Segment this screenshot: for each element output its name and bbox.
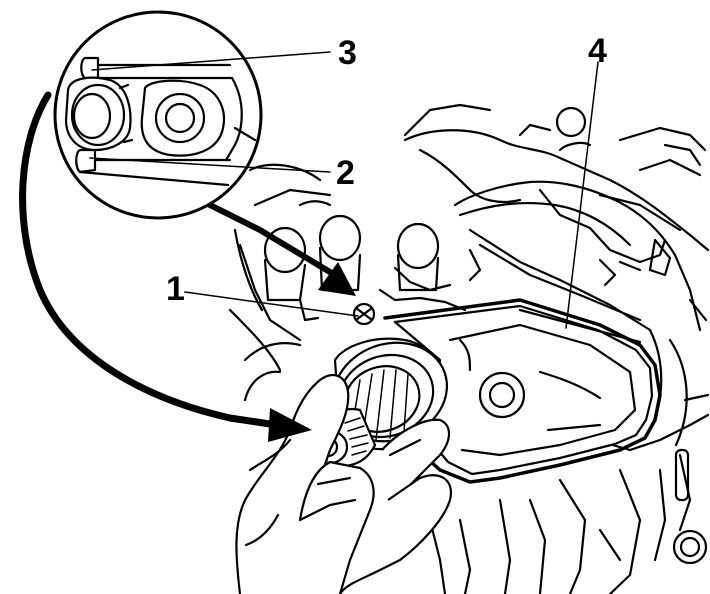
arrow-to-bolt-head [318,262,356,296]
mount-bracket [383,298,662,484]
bolt-item-1 [352,302,376,326]
leader-4 [565,61,599,329]
detail-bracket-boss [140,79,226,157]
engine-housing [403,103,710,594]
callout-2: 2 [336,154,355,192]
cylinder-bolt-2 [318,214,362,262]
callout-1: 1 [166,270,185,308]
detail-shaft-socket [64,76,132,152]
hand [235,374,453,594]
housing-plug [672,529,708,565]
callout-4: 4 [588,32,607,70]
bracket-bolt-hole-outer [478,371,526,419]
detail-mark-3 [80,56,100,80]
callout-3: 3 [338,34,357,72]
leader-lines [89,51,599,329]
detail-inset [53,10,263,220]
housing-bolt-hole [555,106,587,138]
bracket-bolt-hole-inner [488,381,516,409]
engine-left-area [228,163,467,402]
drive-shaft [311,302,449,467]
arrow-to-shaft [19,91,274,428]
leader-1 [184,291,359,317]
housing-plug-inner [679,536,701,558]
leader-2 [89,157,331,173]
leader-3 [91,51,331,71]
detail-mark-2 [75,148,97,174]
cylinder-bolt-3 [396,222,440,270]
arrow-to-shaft-head [268,408,312,442]
